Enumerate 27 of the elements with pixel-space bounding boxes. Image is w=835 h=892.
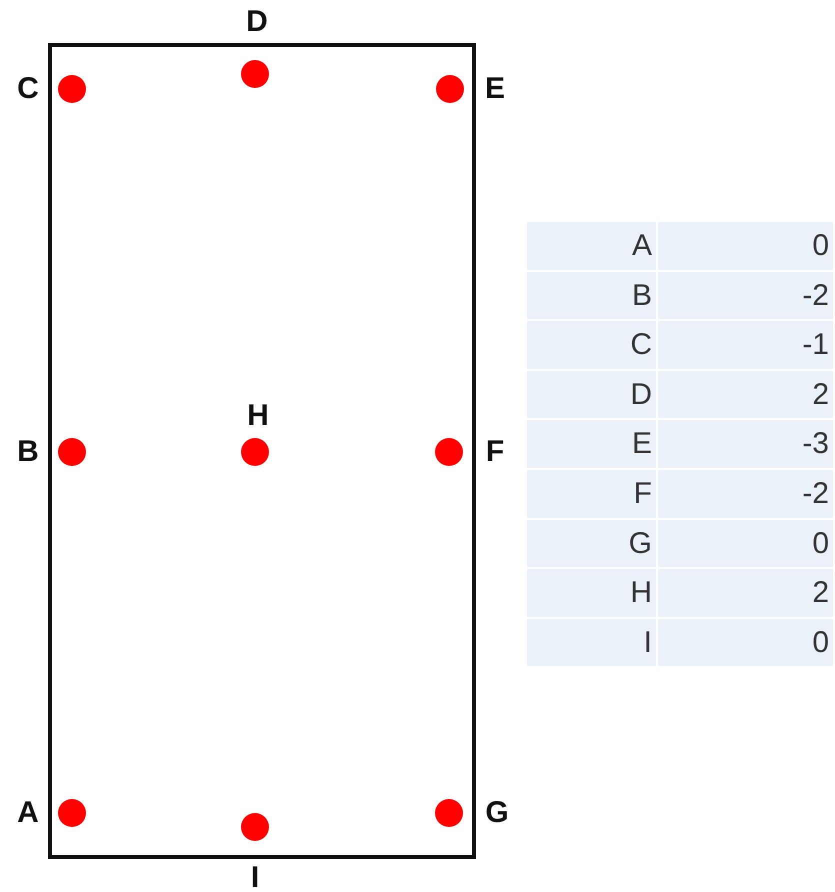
table-value: 0 [658, 222, 833, 270]
point-label: C [17, 74, 39, 104]
table-row-name: D [527, 370, 656, 418]
table-row-name: F [527, 470, 656, 518]
table-row-name: A [527, 222, 656, 270]
table-row-name: I [527, 618, 656, 666]
table-value: 0 [658, 618, 833, 666]
table-value: -2 [658, 470, 833, 518]
point-label: A [17, 798, 39, 828]
point-label: B [17, 437, 39, 467]
table-row-name: H [527, 569, 656, 617]
point-label: G [485, 798, 509, 828]
table-row-name: E [527, 420, 656, 468]
table-row-name: G [527, 520, 656, 568]
point-label: H [247, 401, 269, 431]
table-value: 2 [658, 569, 833, 617]
point-label: I [250, 863, 260, 892]
point-label: F [486, 437, 504, 467]
table-row-name: B [527, 272, 656, 320]
point-label: D [246, 7, 268, 37]
table-value: -1 [658, 321, 833, 369]
table-value: 2 [658, 370, 833, 418]
table-value: -3 [658, 420, 833, 468]
table-row-name: C [527, 321, 656, 369]
point-label: E [484, 74, 505, 104]
table-value: 0 [658, 520, 833, 568]
table-value: -2 [658, 272, 833, 320]
